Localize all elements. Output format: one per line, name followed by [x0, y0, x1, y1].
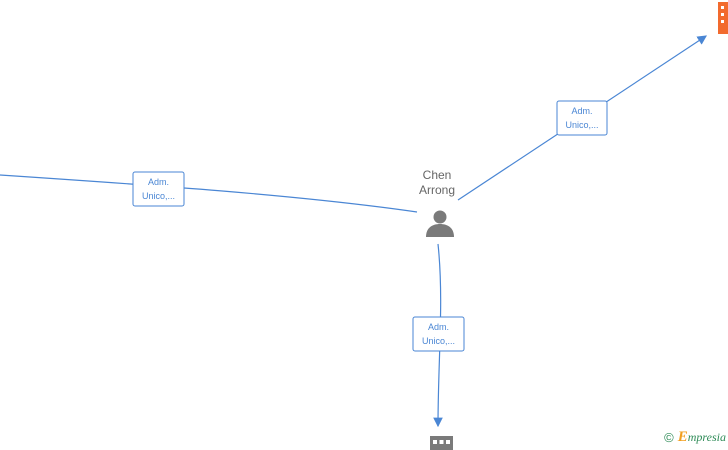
copyright-icon: ©: [664, 430, 674, 445]
brand-initial: E: [677, 429, 688, 445]
person-node[interactable]: Chen Arrong: [419, 168, 455, 237]
brand-logo: Empresia: [678, 429, 726, 446]
person-icon: [426, 210, 454, 237]
edge-label-top-right[interactable]: Adm. Unico,...: [556, 100, 608, 136]
footer-brand: © Empresia: [664, 429, 726, 446]
company-icon-bottom[interactable]: [430, 436, 453, 450]
edge-label-line2: Unico,...: [142, 191, 175, 201]
person-name-line1: Chen: [423, 168, 452, 182]
edge-label-line2: Unico,...: [565, 120, 598, 130]
edge-label-line1: Adm.: [148, 177, 169, 187]
edge-line-left: [0, 174, 418, 213]
edge-label-left[interactable]: Adm. Unico,...: [132, 171, 185, 207]
person-name-line2: Arrong: [419, 183, 455, 197]
company-icon-top-right[interactable]: [718, 2, 728, 34]
edge-label-bottom[interactable]: Adm. Unico,...: [412, 316, 465, 352]
brand-name-rest: mpresia: [687, 430, 726, 444]
edge-label-line2: Unico,...: [422, 336, 455, 346]
edge-label-line1: Adm.: [571, 106, 592, 116]
edge-label-line1: Adm.: [428, 322, 449, 332]
